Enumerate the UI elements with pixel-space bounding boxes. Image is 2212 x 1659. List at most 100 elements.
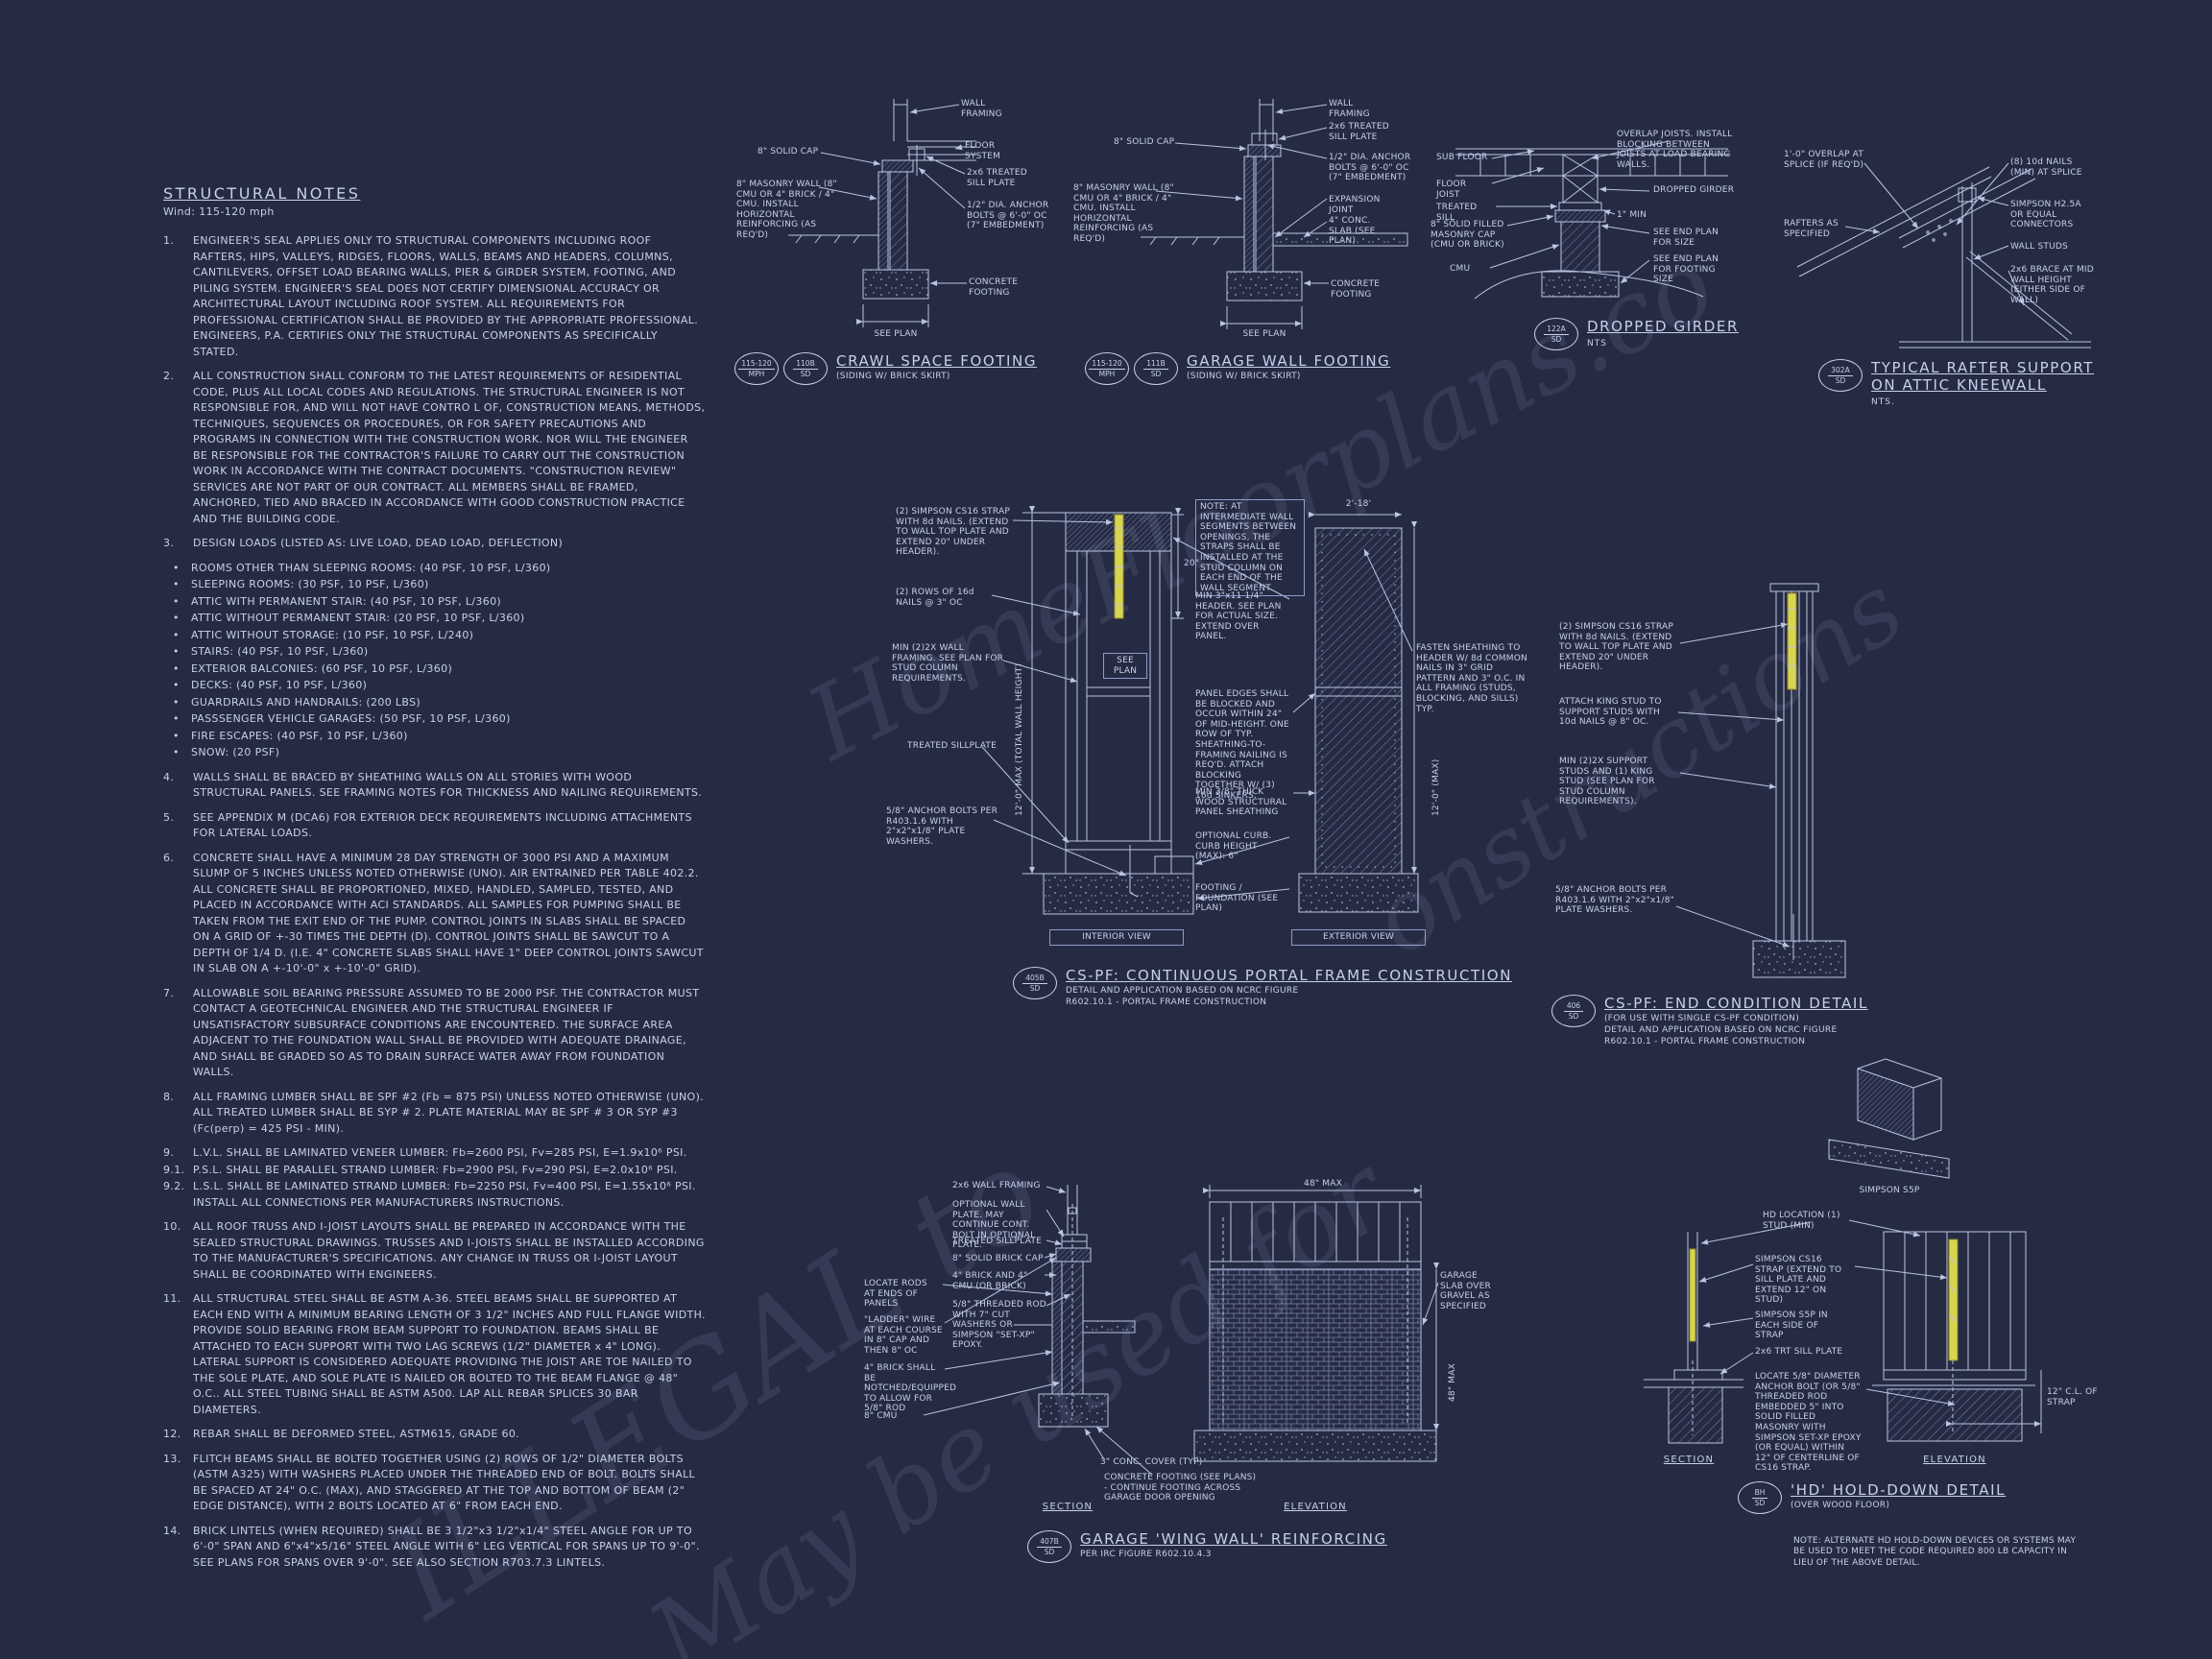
annotation-label: 3" CONC. COVER (TYP) <box>1100 1457 1203 1467</box>
note-text: PASSSENGER VEHICLE GARAGES: (50 PSF, 10 … <box>191 712 511 725</box>
annotation-label: 12'-0" MAX (TOTAL WALL HEIGHT) <box>1015 662 1024 816</box>
note-text: DECKS: (40 PSF, 10 PSF, L/360) <box>191 679 368 691</box>
note-text: CONCRETE SHALL HAVE A MINIMUM 28 DAY STR… <box>193 851 704 975</box>
annotation-label: MIN 3/8" THICK WOOD STRUCTURAL PANEL SHE… <box>1195 787 1287 818</box>
annotation-label: 8" CMU <box>864 1411 898 1421</box>
annotation-label: FASTEN SHEATHING TO HEADER W/ 8d COMMON … <box>1416 643 1527 714</box>
structural-notes: STRUCTURAL NOTES Wind: 115-120 mph 1. EN… <box>163 184 706 1579</box>
note-text: ALL ROOF TRUSS AND I-JOIST LAYOUTS SHALL… <box>193 1220 705 1281</box>
structural-note: 13. FLITCH BEAMS SHALL BE BOLTED TOGETHE… <box>163 1452 706 1515</box>
annotation-label: 20" <box>1184 559 1200 568</box>
annotation-label: CONCRETE FOOTING <box>969 277 1019 298</box>
endcond-annotations: (2) SIMPSON CS16 STRAP WITH 8d NAILS. (E… <box>1536 576 1920 1056</box>
structural-note: 14. BRICK LINTELS (WHEN REQUIRED) SHALL … <box>163 1524 706 1572</box>
detail-title: DROPPED GIRDER <box>1587 318 1739 335</box>
note-text: SNOW: (20 PSF) <box>191 746 280 758</box>
annotation-label: 2x6 TREATED SILL PLATE <box>1329 122 1389 142</box>
structural-note: • EXTERIOR BALCONIES: (60 PSF, 10 PSF, L… <box>163 661 706 678</box>
girder-annotations: SUB FLOOR OVERLAP JOISTS. INSTALL BLOCKIN… <box>1429 130 1750 384</box>
annotation-label: FLOOR JOIST <box>1436 180 1467 200</box>
structural-note: • FIRE ESCAPES: (40 PSF, 10 PSF, L/360) <box>163 729 706 745</box>
note-text: SEE APPENDIX M (DCA6) FOR EXTERIOR DECK … <box>193 810 692 840</box>
note-text: L.S.L. SHALL BE LAMINATED STRAND LUMBER:… <box>193 1180 696 1209</box>
structural-note: • ATTIC WITH PERMANENT STAIR: (40 PSF, 1… <box>163 594 706 611</box>
annotation-label: TREATED SILL <box>1436 203 1478 223</box>
detail-subtitle: (SIDING W/ BRICK SKIRT) <box>836 372 950 381</box>
note-number: 9.2. <box>163 1180 185 1192</box>
annotation-label: 8" SOLID BRICK CAP <box>952 1254 1044 1263</box>
detail-subtitle: DETAIL AND APPLICATION BASED ON NCRC FIG… <box>1604 1025 1838 1035</box>
annotation-label: "LADDER" WIRE AT EACH COURSE IN 8" CAP A… <box>864 1315 943 1356</box>
annotation-label: 5/8" ANCHOR BOLTS PER R403.1.6 WITH 2"x2… <box>886 806 998 847</box>
note-text: ENGINEER'S SEAL APPLIES ONLY TO STRUCTUR… <box>193 234 699 358</box>
note-number: • <box>173 645 180 658</box>
structural-note: 1. ENGINEER'S SEAL APPLIES ONLY TO STRUC… <box>163 233 706 360</box>
annotation-label: SECTION <box>1663 1455 1715 1465</box>
annotation-label: 8" SOLID CAP <box>757 147 819 156</box>
annotation-label: HD LOCATION (1) STUD (MIN) <box>1763 1211 1840 1231</box>
note-text: ROOMS OTHER THAN SLEEPING ROOMS: (40 PSF… <box>191 561 551 574</box>
note-number: 5. <box>163 810 175 824</box>
detail-subtitle: (SIDING W/ BRICK SKIRT) <box>1187 372 1301 381</box>
annotation-label: MIN (2)2X WALL FRAMING. SEE PLAN FOR STU… <box>892 643 1004 684</box>
annotation-label: FOOTING / FOUNDATION (SEE PLAN) <box>1195 883 1279 914</box>
note-text: ALLOWABLE SOIL BEARING PRESSURE ASSUMED … <box>193 986 700 1079</box>
structural-note: 3. DESIGN LOADS (LISTED AS: LIVE LOAD, D… <box>163 536 706 552</box>
wind-speed-note: Wind: 115-120 mph <box>163 205 275 218</box>
structural-note: 2. ALL CONSTRUCTION SHALL CONFORM TO THE… <box>163 369 706 527</box>
annotation-label: 2'-18' <box>1345 499 1372 509</box>
annotation-label: OVERLAP JOISTS. INSTALL BLOCKING BETWEEN… <box>1617 130 1733 170</box>
annotation-label: GARAGE SLAB OVER GRAVEL AS SPECIFIED <box>1440 1271 1491 1311</box>
note-text: EXTERIOR BALCONIES: (60 PSF, 10 PSF, L/3… <box>191 661 453 675</box>
note-text: ATTIC WITHOUT PERMANENT STAIR: (20 PSF, … <box>191 612 525 624</box>
notes-title: STRUCTURAL NOTES <box>163 184 361 203</box>
annotation-label: CONCRETE FOOTING <box>1331 279 1381 300</box>
annotation-label: SEE PLAN <box>1242 329 1286 339</box>
annotation-label: 4" CONC. SLAB (SEE PLAN) <box>1329 216 1376 247</box>
note-number: 3. <box>163 537 175 549</box>
note-number: 11. <box>163 1292 181 1305</box>
annotation-label: 1/2" DIA. ANCHOR BOLTS @ 6'-0" OC (7" EM… <box>1329 153 1411 183</box>
annotation-label: SIMPSON H2.5A OR EQUAL CONNECTORS <box>2010 200 2081 230</box>
annotation-label: 2x6 TRT SILL PLATE <box>1755 1347 1843 1357</box>
detail-title: GARAGE 'WING WALL' REINFORCING <box>1080 1530 1387 1548</box>
annotation-label: WALL FRAMING <box>1329 99 1370 119</box>
annotation-label: EXTERIOR VIEW <box>1291 929 1426 946</box>
note-text: WALLS SHALL BE BRACED BY SHEATHING WALLS… <box>193 770 703 800</box>
detail-subtitle: PER IRC FIGURE R602.10.4.3 <box>1080 1550 1212 1559</box>
annotation-label: 4" BRICK SHALL BE NOTCHED/EQUIPPED TO AL… <box>864 1363 957 1414</box>
portal-annotations: (2) SIMPSON CS16 STRAP WITH 8d NAILS. (E… <box>878 499 1531 1051</box>
crawl-space-footing-drawing <box>788 99 976 327</box>
annotation-label: OPTIONAL CURB. CURB HEIGHT (MAX): 6" <box>1195 831 1272 862</box>
annotation-label: WALL STUDS <box>2010 242 2068 252</box>
rafter-support-drawing <box>1796 162 2091 349</box>
note-number: 10. <box>163 1220 181 1233</box>
annotation-label: SUB FLOOR <box>1436 153 1488 162</box>
annotation-label: 4" BRICK AND 4" CMU (OR BRICK) <box>952 1271 1028 1291</box>
note-number: 14. <box>163 1524 181 1537</box>
annotation-label: (2) SIMPSON CS16 STRAP WITH 8d NAILS. (E… <box>896 507 1010 558</box>
rafter-annotations: 1'-0" OVERLAP AT SPLICE (IF REQ'D)(8) 10… <box>1784 144 2101 451</box>
note-number: • <box>173 695 180 709</box>
notes-list: 1. ENGINEER'S SEAL APPLIES ONLY TO STRUC… <box>163 233 706 1571</box>
annotation-label: 2x6 WALL FRAMING <box>952 1181 1041 1190</box>
structural-note: • STAIRS: (40 PSF, 10 PSF, L/360) <box>163 644 706 661</box>
structural-note: • SLEEPING ROOMS: (30 PSF, 10 PSF, L/360… <box>163 577 706 593</box>
annotation-label: 8" SOLID FILLED MASONRY CAP (CMU OR BRIC… <box>1431 220 1504 251</box>
note-text: BRICK LINTELS (WHEN REQUIRED) SHALL BE 3… <box>193 1524 700 1569</box>
